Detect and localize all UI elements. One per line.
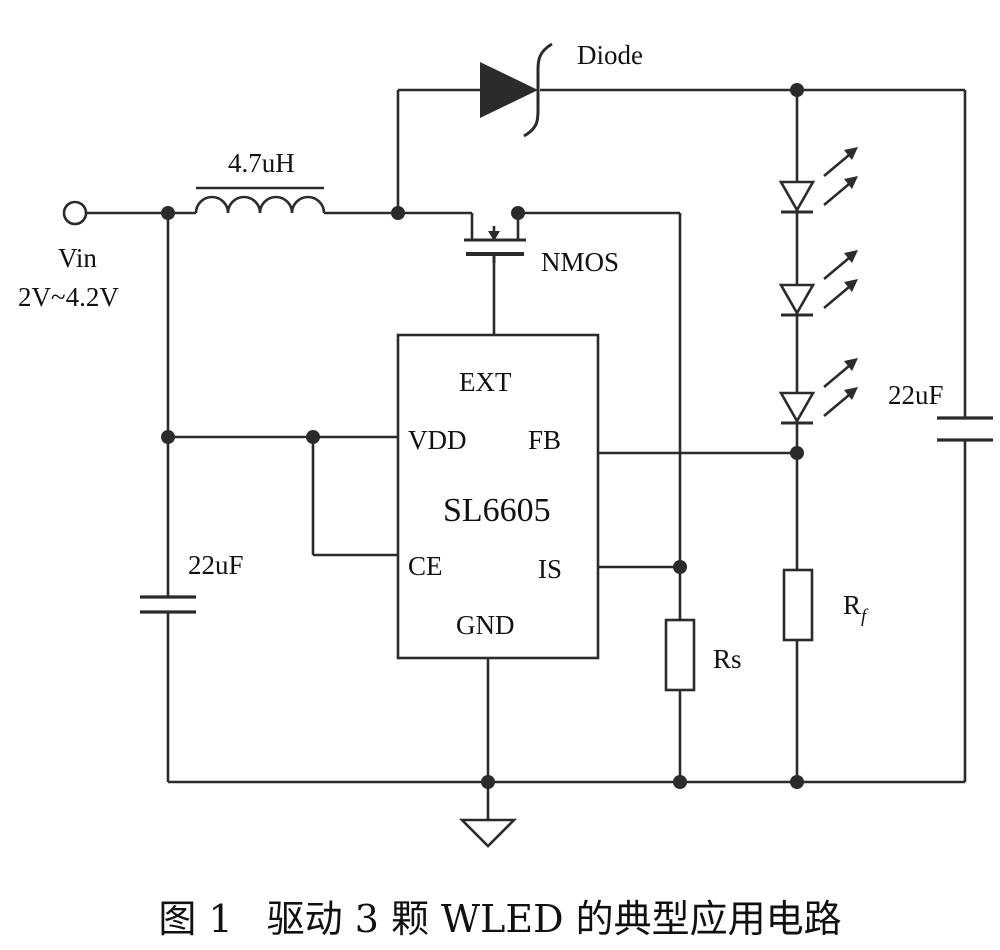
output-capacitor xyxy=(937,416,993,442)
ic-pin-fb: FB xyxy=(528,425,561,455)
figure-title: 驱动 3 颗 WLED 的典型应用电路 xyxy=(267,897,842,941)
rf-label-main: R xyxy=(843,590,861,620)
ic-pin-ext: EXT xyxy=(459,367,512,397)
input-capacitor-label: 22uF xyxy=(188,550,244,580)
figure-number: 图 1 xyxy=(158,897,232,941)
diode-label: Diode xyxy=(577,40,643,70)
rs-label: Rs xyxy=(713,644,742,674)
wled-2 xyxy=(778,250,858,317)
light-emission-icon xyxy=(823,358,858,417)
ic-pin-gnd: GND xyxy=(456,610,515,640)
ic-pin-ce: CE xyxy=(408,551,443,581)
vin-range-label: 2V~4.2V xyxy=(18,282,119,312)
wled-3 xyxy=(778,358,858,425)
rf-label: Rf xyxy=(843,590,869,627)
junction-dots xyxy=(161,83,804,789)
ic-pin-vdd: VDD xyxy=(408,425,467,455)
rf-label-sub: f xyxy=(861,606,869,627)
ground-symbol xyxy=(458,818,518,848)
inductor xyxy=(194,186,326,214)
ic-name: SL6605 xyxy=(443,492,551,529)
rf-resistor xyxy=(782,568,814,642)
diode-symbol xyxy=(480,42,553,138)
vin-terminal xyxy=(62,200,88,226)
nmos-label: NMOS xyxy=(541,247,619,277)
light-emission-icon xyxy=(823,147,858,206)
ic-body xyxy=(396,333,600,660)
output-capacitor-label: 22uF xyxy=(888,380,944,410)
light-emission-icon xyxy=(823,250,858,309)
rs-resistor xyxy=(664,618,696,692)
figure-caption: 图 1 驱动 3 颗 WLED 的典型应用电路 xyxy=(158,897,841,941)
input-capacitor xyxy=(140,595,196,614)
wires xyxy=(86,88,967,820)
wled-1 xyxy=(778,147,858,214)
vin-label: Vin xyxy=(58,243,97,273)
inductor-label: 4.7uH xyxy=(228,148,295,178)
nmos-transistor xyxy=(464,226,526,263)
ic-pin-is: IS xyxy=(538,554,562,584)
